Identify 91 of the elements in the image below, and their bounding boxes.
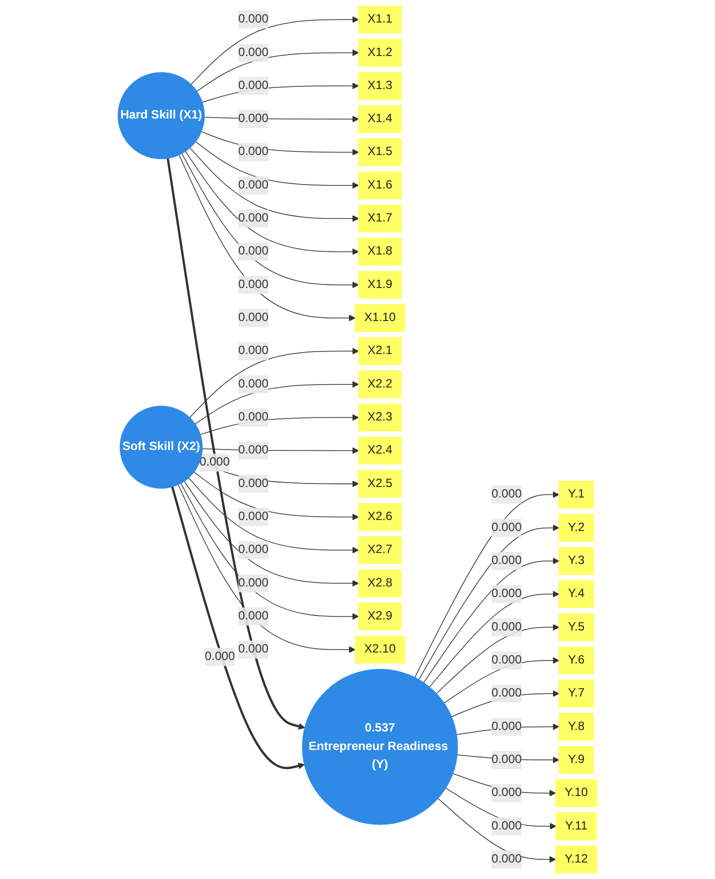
arrow	[438, 798, 556, 863]
arrow	[184, 480, 359, 587]
node-box: Y.9	[558, 746, 594, 774]
node-box: X2.2	[358, 370, 402, 398]
arrow	[414, 491, 560, 678]
node-box: Y.6	[558, 646, 594, 674]
edge-label: 0.000	[238, 410, 268, 424]
edge-label: 0.000	[238, 642, 268, 656]
arrow	[195, 141, 359, 189]
node-box: Y.2	[558, 514, 594, 542]
node-box: Y.1	[558, 480, 594, 509]
node-box: Y.11	[556, 812, 597, 840]
node-circle: 0.537 Entrepreneur Readiness (Y)	[302, 668, 458, 825]
node-box: X2.4	[358, 436, 402, 465]
arrow	[196, 49, 359, 92]
node-box: Y.10	[555, 779, 598, 808]
edge-label: 0.000	[238, 212, 268, 225]
edge-label: 0.000	[199, 456, 230, 469]
edge-label: 0.000	[238, 178, 268, 192]
edge-label: 0.000	[238, 12, 268, 26]
edge-label: 0.000	[492, 753, 522, 766]
arrow	[178, 484, 356, 653]
arrow	[418, 524, 560, 680]
edge-label: 0.000	[238, 46, 268, 59]
arrow	[185, 150, 359, 256]
node-box: X1.5	[358, 138, 402, 166]
edge-label: 0.000	[492, 587, 522, 600]
arrow	[194, 472, 359, 520]
edge-label: 0.000	[238, 278, 268, 291]
edge-label: 0.000	[238, 378, 268, 390]
node-box: Y.8	[558, 712, 594, 741]
edge-label: 0.000	[492, 554, 522, 568]
arrow	[171, 486, 305, 770]
arrow	[444, 657, 560, 704]
node-box: Y.12	[555, 845, 598, 874]
node-box: X2.5	[358, 470, 402, 498]
edge-label: 0.000	[492, 819, 522, 832]
arrow	[190, 147, 359, 222]
node-box: X1.10	[354, 304, 406, 332]
arrow	[180, 482, 359, 620]
edge-label: 0.000	[238, 344, 268, 358]
node-box: Y.3	[558, 547, 594, 575]
edge-label: 0.000	[492, 686, 522, 700]
edge-label: 0.000	[238, 311, 268, 324]
arrow	[423, 558, 560, 684]
node-box: X1.2	[358, 38, 402, 67]
edge-label: 0.000	[492, 852, 522, 866]
node-box: X1.9	[358, 270, 402, 299]
arrow	[188, 477, 359, 554]
edge-label: 0.000	[492, 654, 522, 666]
arrow	[190, 16, 359, 85]
edge-label: 0.000	[238, 444, 268, 457]
arrow	[436, 624, 560, 694]
node-box: X2.6	[358, 503, 402, 531]
node-box: X1.4	[358, 105, 402, 134]
node-box: X1.3	[358, 72, 402, 100]
node-box: Y.4	[558, 580, 594, 608]
node-box: X2.1	[358, 337, 402, 366]
edge-label: 0.000	[238, 145, 268, 158]
edge-label: 0.000	[238, 477, 268, 490]
arrow	[189, 348, 359, 418]
edge-label: 0.000	[238, 610, 268, 622]
node-box: X1.8	[358, 238, 402, 266]
node-box: X2.10	[354, 636, 406, 664]
node-box: X2.7	[358, 536, 402, 564]
edge-label: 0.000	[238, 112, 268, 126]
edge-label: 0.000	[238, 510, 268, 523]
edge-label: 0.000	[492, 488, 522, 501]
edge-label: 0.000	[492, 786, 522, 800]
edge-label: 0.000	[492, 720, 522, 733]
arrow	[194, 381, 359, 424]
arrow	[429, 590, 560, 688]
node-box: X2.8	[358, 569, 402, 598]
node-box: X1.7	[358, 204, 402, 232]
arrow	[178, 154, 356, 322]
arrow	[181, 153, 359, 288]
node-box: X2.3	[358, 404, 402, 432]
edge-label: 0.000	[204, 650, 235, 663]
node-box: X1.1	[358, 6, 402, 34]
edge-label: 0.000	[492, 620, 522, 634]
edge-label: 0.000	[238, 543, 268, 556]
edge-label: 0.000	[492, 521, 522, 534]
arrow	[166, 158, 306, 730]
edge-label: 0.000	[238, 79, 268, 92]
node-circle: Hard Skill (X1)	[118, 72, 205, 160]
node-box: Y.5	[558, 613, 594, 642]
node-box: X2.9	[358, 602, 402, 630]
edge-label: 0.000	[238, 576, 268, 590]
node-box: X1.6	[358, 171, 402, 200]
node-box: Y.7	[558, 680, 594, 708]
edge-label: 0.000	[238, 244, 268, 258]
